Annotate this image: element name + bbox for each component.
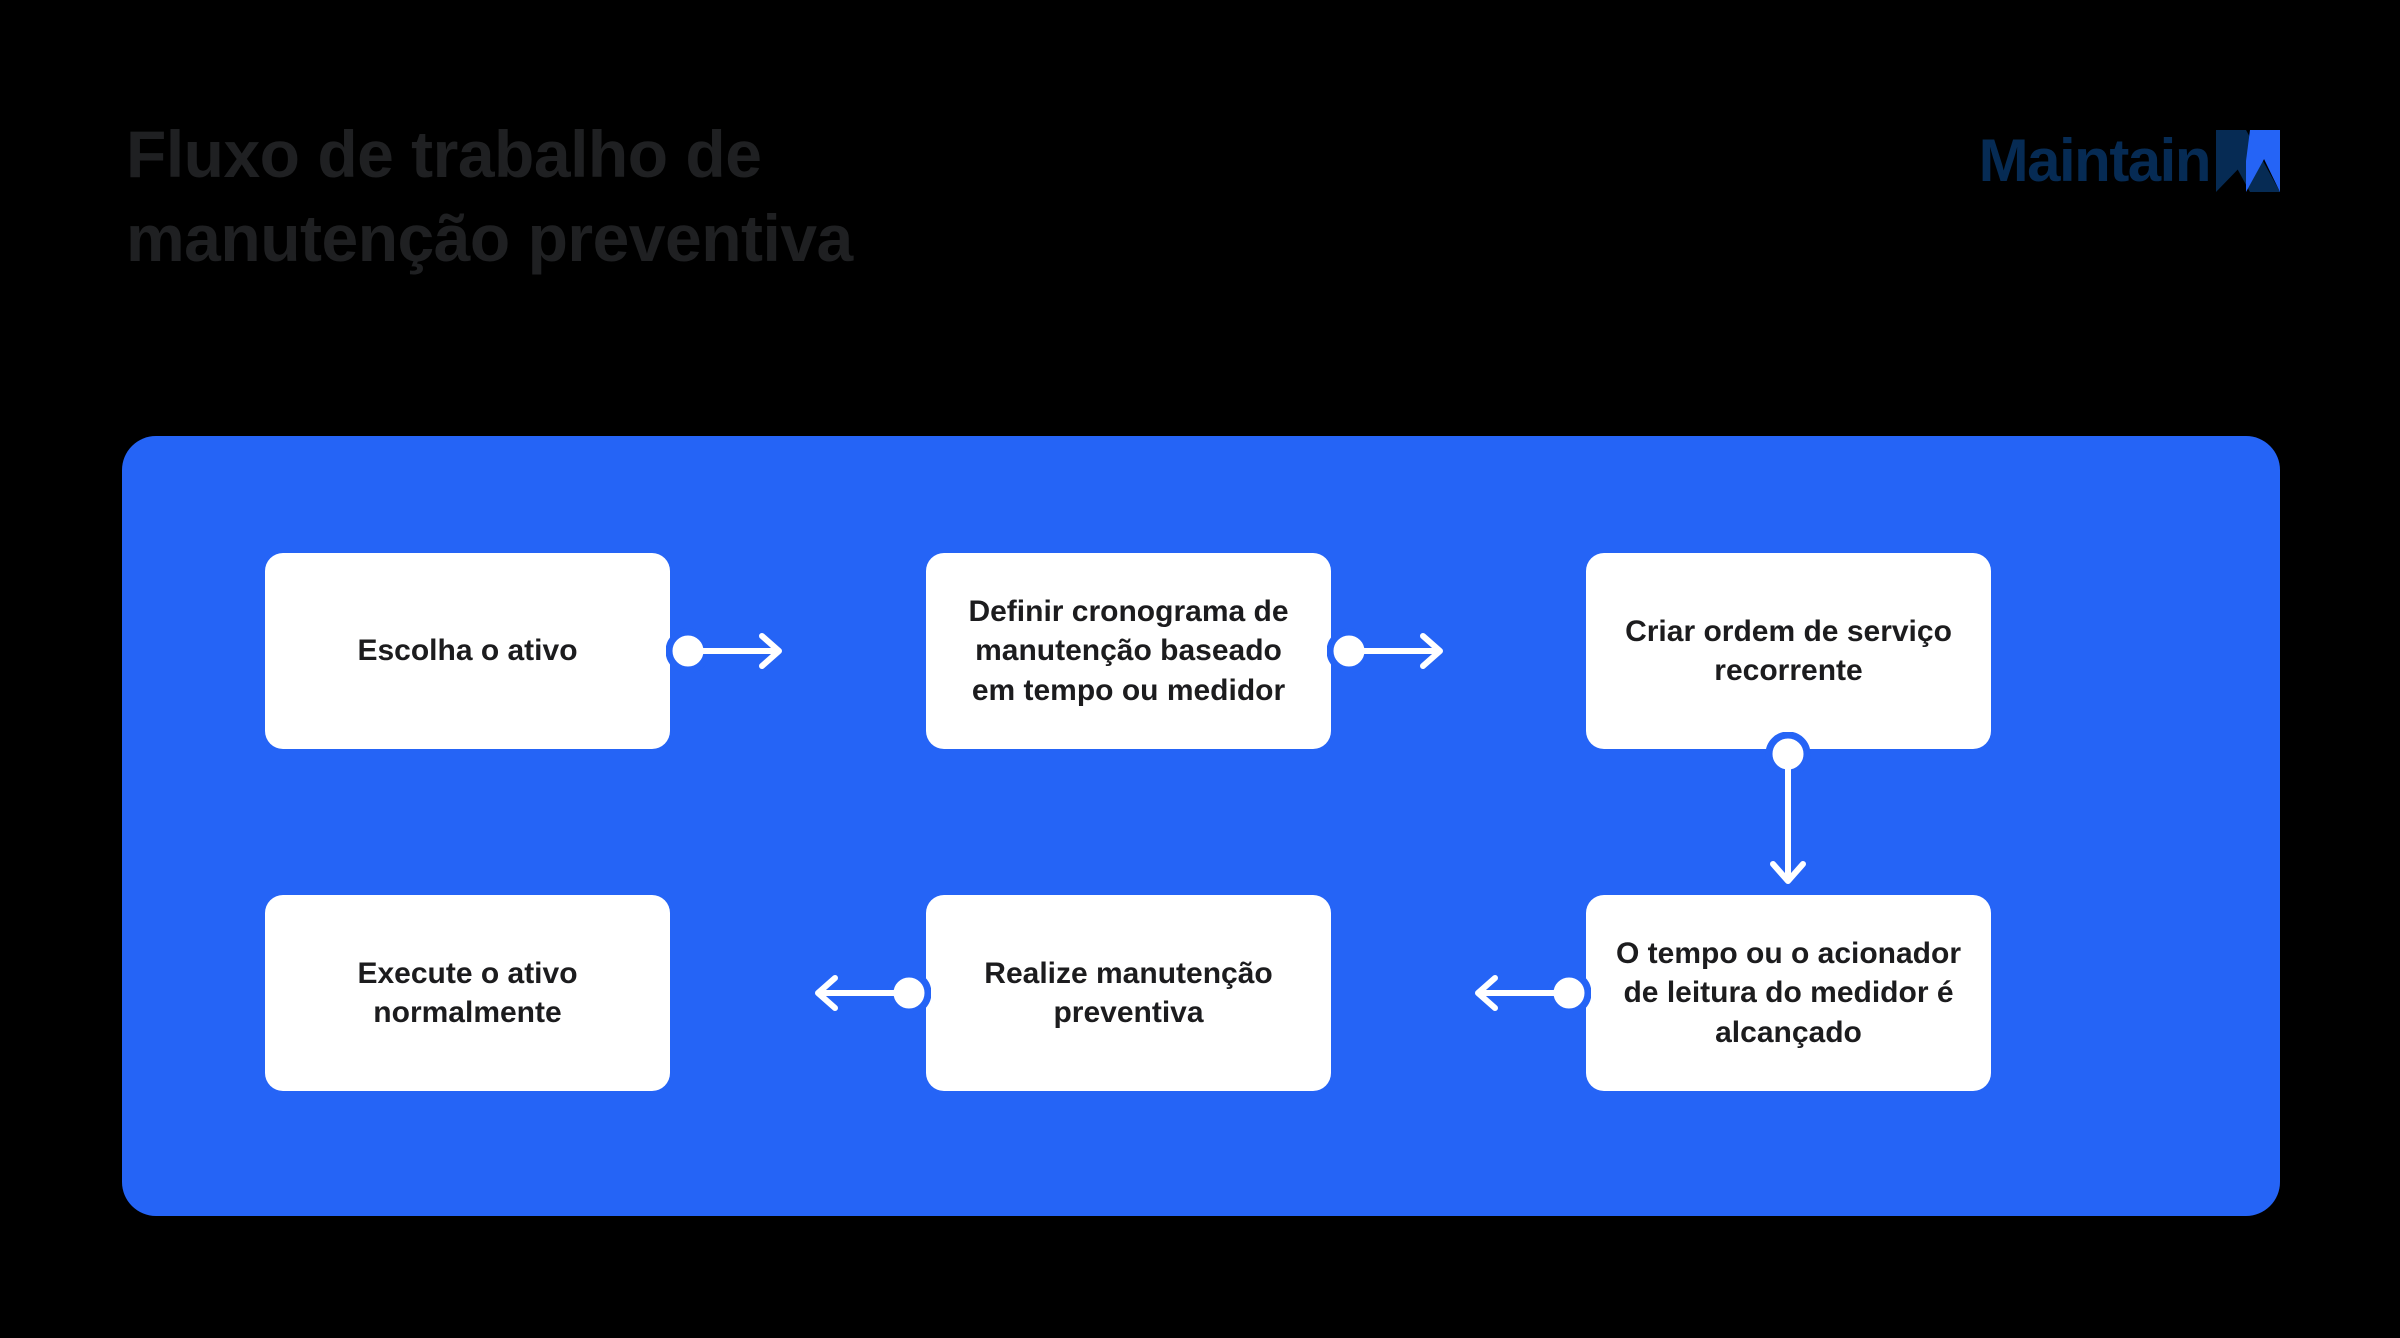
workflow-panel: Escolha o ativo Definir cronograma de ma… [122,436,2280,1216]
flow-node-escolha-o-ativo[interactable]: Escolha o ativo [265,553,670,749]
flow-node-label: Realize manutenção preventiva [984,956,1273,1029]
workflow-diagram: Escolha o ativo Definir cronograma de ma… [122,436,2280,1216]
page-title: Fluxo de trabalho de manutenção preventi… [126,112,1326,281]
flow-node-execute-o-ativo[interactable]: Execute o ativo normalmente [265,895,670,1091]
arrow-right-icon-connector-2 [1327,628,1443,674]
page-title-line-1: Fluxo de trabalho de [126,117,762,191]
page-title-line-2: manutenção preventiva [126,201,853,276]
flow-node-definir-cronograma[interactable]: Definir cronograma de manutenção baseado… [926,553,1331,749]
flow-node-label: Execute o ativo normalmente [357,956,578,1029]
arrow-left-icon-connector-5 [815,970,931,1016]
flow-node-acionador-alcancado[interactable]: O tempo ou o acionador de leitura do med… [1586,895,1991,1091]
flow-node-label: Escolha o ativo [357,634,578,668]
arrow-down-icon-connector-3 [1765,732,1811,884]
page-header: Fluxo de trabalho de manutenção preventi… [0,0,2400,436]
maintainx-x-mark-icon [2216,130,2280,192]
maintainx-logo: Maintain [1979,126,2280,196]
flow-node-label: O tempo ou o acionador de leitura do med… [1615,937,1961,1049]
flow-node-label: Definir cronograma de manutenção baseado… [968,595,1289,707]
flow-node-realize-manutencao[interactable]: Realize manutenção preventiva [926,895,1331,1091]
arrow-left-icon-connector-4 [1475,970,1591,1016]
logo-wordmark: Maintain [1978,127,2212,194]
flow-node-label: Criar ordem de serviço recorrente [1625,614,1952,687]
flow-node-criar-ordem-de-servico[interactable]: Criar ordem de serviço recorrente [1586,553,1991,749]
arrow-right-icon-connector-1 [666,628,782,674]
